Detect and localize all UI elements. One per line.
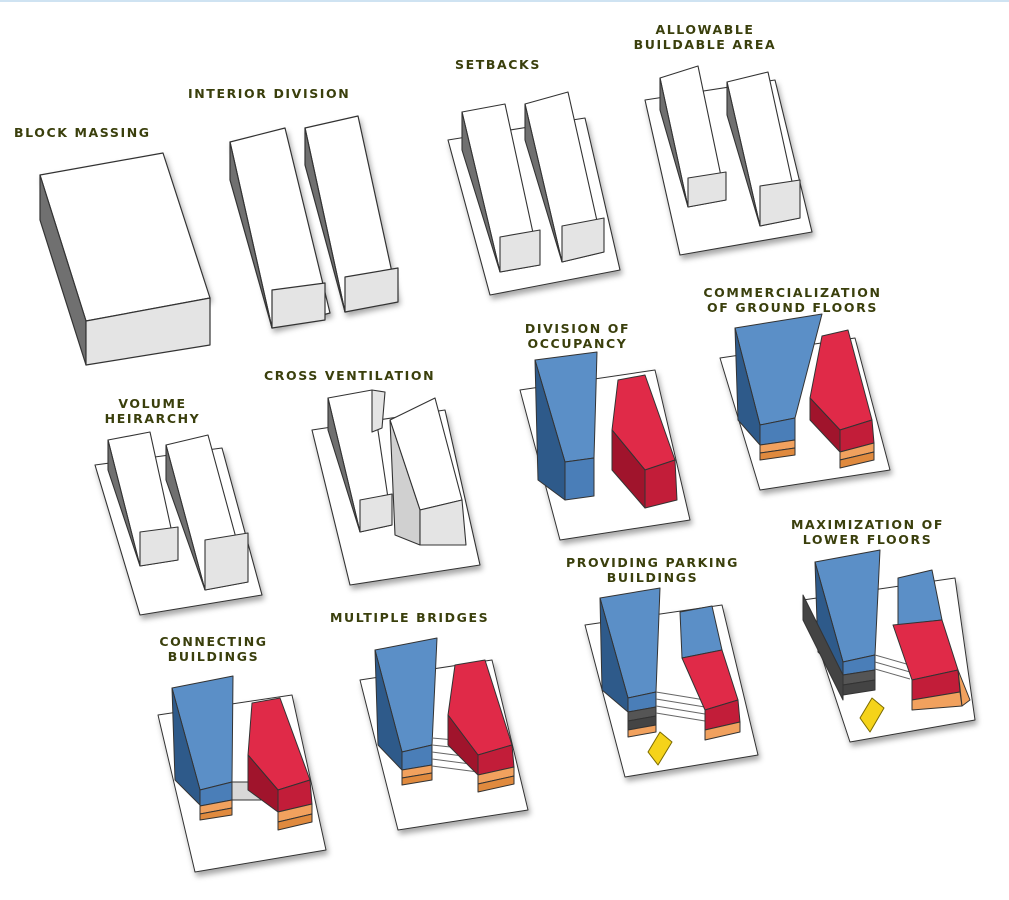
label-interior-division: INTERIOR DIVISION [188, 86, 351, 101]
label-parking-line2: BUILDINGS [606, 570, 699, 585]
label-division-of-occupancy: DIVISION OF OCCUPANCY [510, 321, 645, 351]
label-connecting-line2: BUILDINGS [167, 649, 260, 664]
connecting-buildings-model [157, 675, 327, 873]
label-maximization-line1: MAXIMIZATION OF [790, 517, 945, 532]
label-allowable-line2: BUILDABLE AREA [633, 37, 777, 52]
label-setbacks: SETBACKS [455, 57, 541, 72]
volume-heirarchy-model [94, 431, 263, 616]
label-connecting-buildings: CONNECTING BUILDINGS [146, 634, 281, 664]
label-block-massing: BLOCK MASSING [14, 125, 151, 140]
label-division-line1: DIVISION OF [524, 321, 631, 336]
label-volume-line2: HEIRARCHY [104, 411, 201, 426]
maximization-model [802, 549, 976, 743]
label-maximization: MAXIMIZATION OF LOWER FLOORS [780, 517, 955, 547]
setbacks-model [447, 91, 621, 296]
label-maximization-line2: LOWER FLOORS [802, 532, 933, 547]
label-cross-ventilation: CROSS VENTILATION [264, 368, 436, 383]
label-volume-line1: VOLUME [118, 396, 187, 411]
label-volume-heirarchy: VOLUME HEIRARCHY [90, 396, 215, 426]
label-commercial-line2: OF GROUND FLOORS [707, 300, 878, 315]
label-connecting-line1: CONNECTING [159, 634, 268, 649]
commercialization-model [719, 313, 891, 491]
label-providing-parking: PROVIDING PARKING BUILDINGS [550, 555, 755, 585]
cross-ventilation-model [311, 389, 481, 586]
block-massing-model [39, 152, 211, 366]
label-division-line2: OCCUPANCY [527, 336, 628, 351]
top-border [0, 0, 1009, 2]
label-allowable-line1: ALLOWABLE [655, 22, 755, 37]
allowable-area-model [644, 65, 813, 256]
label-parking-line1: PROVIDING PARKING [565, 555, 740, 570]
division-occupancy-model [519, 351, 691, 541]
label-commercial-line1: COMMERCIALIZATION [703, 285, 882, 300]
label-allowable-buildable-area: ALLOWABLE BUILDABLE AREA [625, 22, 785, 52]
label-commercialization: COMMERCIALIZATION OF GROUND FLOORS [690, 285, 895, 315]
interior-division-model [229, 115, 399, 329]
parking-buildings-model [584, 587, 759, 778]
multiple-bridges-model [359, 637, 529, 831]
label-multiple-bridges: MULTIPLE BRIDGES [330, 610, 490, 625]
